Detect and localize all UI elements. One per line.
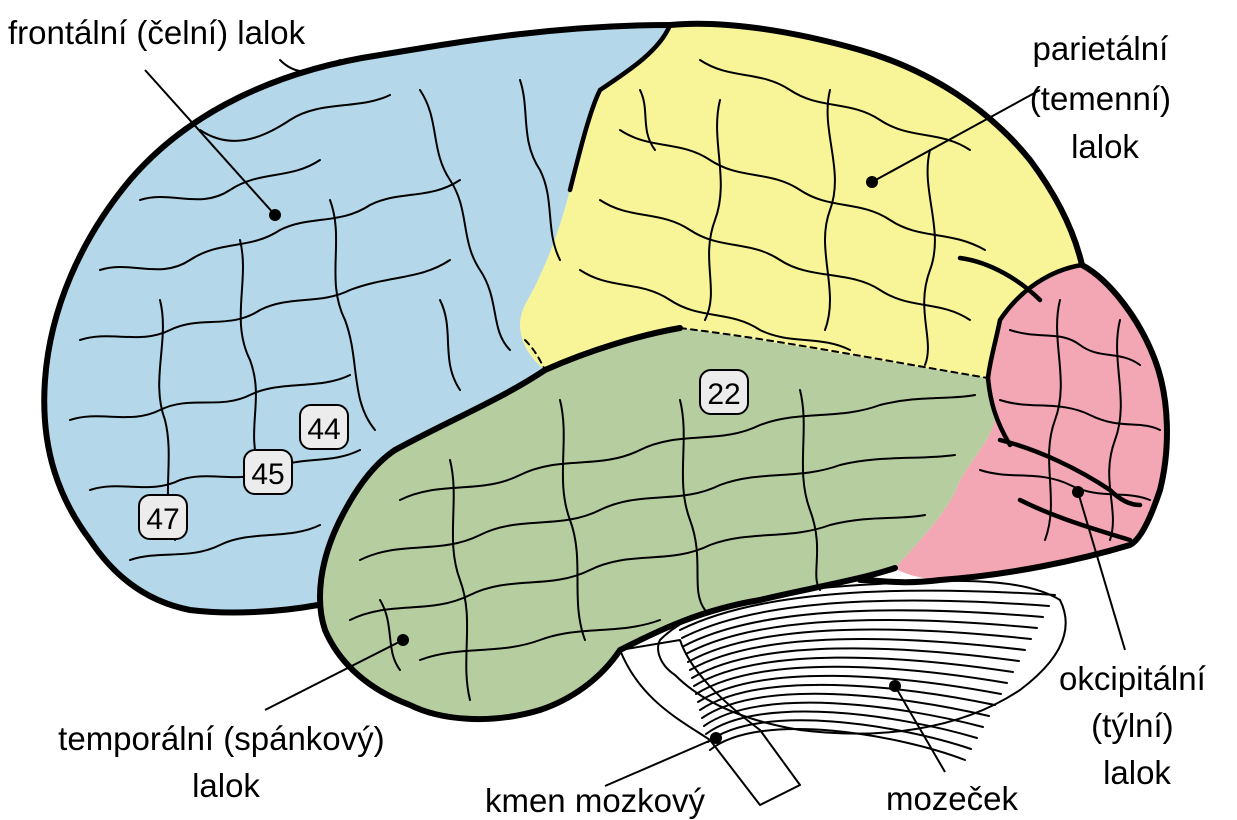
area-badge-22: 22 [700, 370, 748, 414]
label-occipital-lobe: okcipitální (týlní) lalok [1059, 660, 1215, 791]
label-occipital-line: lalok [1103, 754, 1171, 791]
cerebellum-folium [684, 610, 1043, 646]
cerebellum-folium [700, 685, 995, 710]
area-badge-44: 44 [300, 405, 348, 449]
area-number: 45 [251, 458, 284, 491]
label-parietal-line: parietální [1033, 30, 1169, 67]
label-occipital-line: okcipitální [1059, 660, 1206, 697]
cerebellum-folium [702, 694, 989, 718]
cerebellum-folium [694, 658, 1013, 686]
label-temporal-line: lalok [192, 767, 260, 804]
cerebellum-folium [692, 648, 1019, 678]
label-cerebellum: mozeček [886, 780, 1019, 817]
label-temporal-line: temporální (spánkový) [58, 720, 384, 757]
area-badge-47: 47 [139, 495, 187, 539]
cerebellum-folium [690, 639, 1025, 670]
label-brainstem: kmen mozkový [485, 782, 706, 819]
cerebellum-folium [696, 667, 1007, 694]
area-badge-45: 45 [244, 450, 292, 494]
area-number: 44 [307, 413, 340, 446]
area-number: 47 [146, 503, 179, 536]
label-parietal-line: (temenní) [1030, 80, 1171, 117]
label-temporal-lobe: temporální (spánkový) lalok [58, 720, 394, 804]
label-parietal-line: lalok [1071, 128, 1139, 165]
area-number: 22 [707, 378, 740, 411]
label-frontal-lobe: frontální (čelní) lalok [8, 14, 306, 51]
label-occipital-line: (týlní) [1091, 707, 1174, 744]
label-parietal-lobe: parietální (temenní) lalok [1030, 30, 1180, 165]
